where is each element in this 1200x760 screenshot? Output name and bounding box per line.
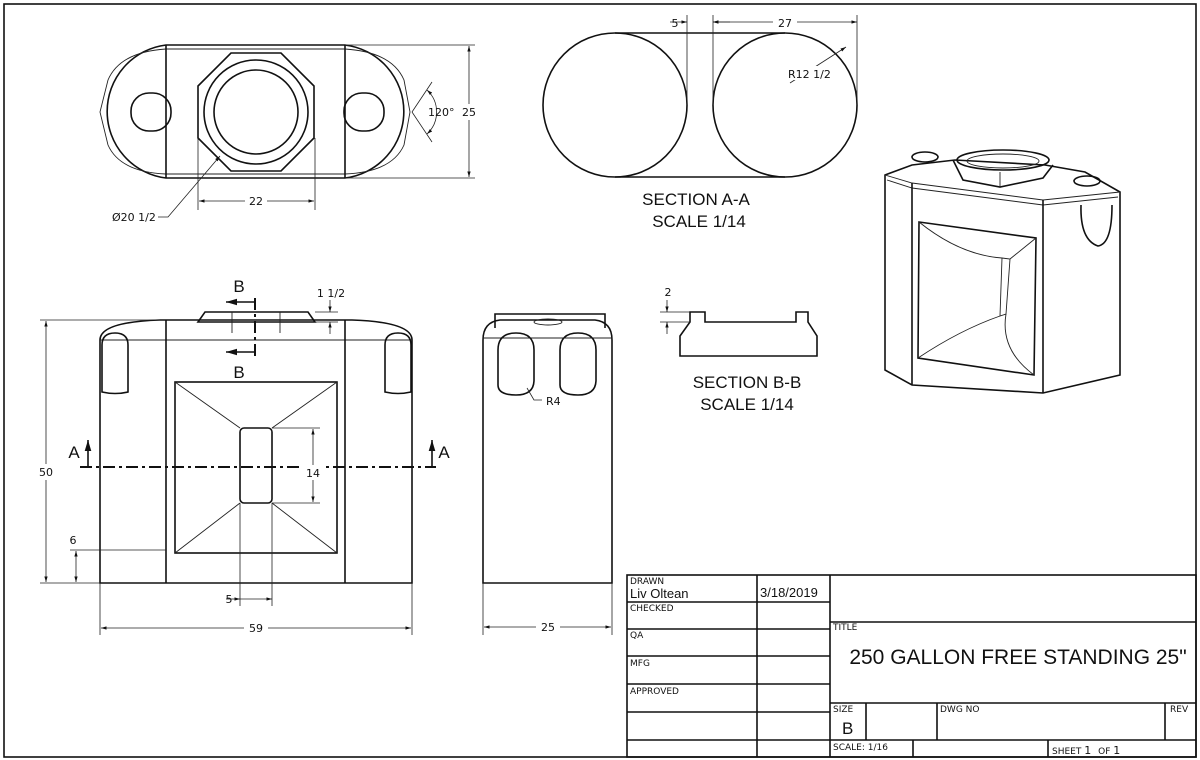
size-value: B xyxy=(842,719,853,738)
sheet-border xyxy=(3,3,1197,758)
title-label: TITLE xyxy=(832,623,858,633)
dim-top-height: 25 xyxy=(462,106,476,119)
dim-side-width: 25 xyxy=(541,621,555,634)
section-a-a-scale: SCALE 1/14 xyxy=(652,212,746,231)
top-view: 25 120° 22 Ø20 1/2 xyxy=(99,44,480,224)
drawing-title: 250 GALLON FREE STANDING 25" xyxy=(849,646,1186,669)
section-a-marker-right: A xyxy=(438,443,450,462)
dwg-no-label: DWG NO xyxy=(940,705,979,715)
approved-label: APPROVED xyxy=(630,687,679,697)
sheet-info: SHEET 1 OF 1 xyxy=(1052,744,1120,757)
checked-label: CHECKED xyxy=(630,604,674,614)
size-label: SIZE xyxy=(833,705,854,715)
scale-value: SCALE: 1/16 xyxy=(833,743,888,753)
title-block: DRAWN Liv Oltean 3/18/2019 CHECKED QA MF… xyxy=(626,574,1197,758)
dim-offset: 5 xyxy=(226,593,233,606)
dim-angle: 120° xyxy=(428,106,455,119)
side-view: R4 25 xyxy=(482,313,613,635)
section-a-a-label: SECTION A-A xyxy=(642,190,750,209)
section-b-marker-bottom: B xyxy=(233,363,244,382)
qa-label: QA xyxy=(630,631,644,641)
section-b-marker-top: B xyxy=(233,277,244,296)
dim-radius: R12 1/2 xyxy=(788,68,831,81)
dim-neck: 1 1/2 xyxy=(317,287,345,300)
handle-slot xyxy=(130,92,172,132)
handle-slot xyxy=(343,92,385,132)
dim-side-radius: R4 xyxy=(546,395,561,408)
section-b-b-scale: SCALE 1/14 xyxy=(700,395,794,414)
dim-height: 50 xyxy=(39,466,53,479)
dim-section-width: 27 xyxy=(778,17,792,30)
mfg-label: MFG xyxy=(630,659,650,669)
drawn-label: DRAWN xyxy=(630,577,664,587)
front-view: A A B B 1 1/2 50 6 14 5 59 xyxy=(35,277,450,635)
dim-top-width: 22 xyxy=(249,195,263,208)
dim-recess: 14 xyxy=(306,467,320,480)
section-a-marker-left: A xyxy=(68,443,80,462)
dim-depth: 2 xyxy=(665,286,672,299)
dim-base: 6 xyxy=(70,534,77,547)
section-b-b-label: SECTION B-B xyxy=(693,373,802,392)
isometric-view xyxy=(884,149,1121,394)
dim-diameter: Ø20 1/2 xyxy=(112,211,156,224)
drawn-date: 3/18/2019 xyxy=(760,585,818,600)
hex-nut-outline xyxy=(197,52,315,172)
dim-width: 59 xyxy=(249,622,263,635)
section-b-b: 2 SECTION B-B SCALE 1/14 xyxy=(660,286,818,414)
rev-label: REV xyxy=(1170,705,1189,715)
drawn-name: Liv Oltean xyxy=(630,586,689,601)
section-a-a: 5 27 R12 1/2 SECTION A-A SCALE 1/14 xyxy=(542,15,858,231)
dim-gap: 5 xyxy=(672,17,679,30)
